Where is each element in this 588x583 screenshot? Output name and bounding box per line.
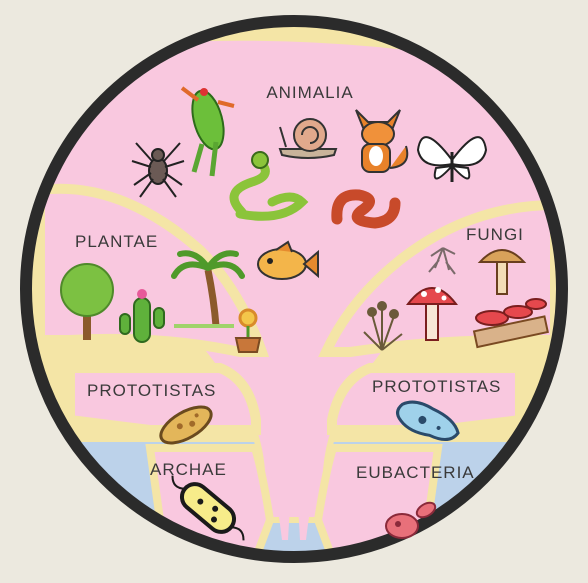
label-eubacteria: EUBACTERIA bbox=[356, 463, 475, 482]
label-plantae: PLANTAE bbox=[75, 232, 158, 251]
label-fungi: FUNGI bbox=[466, 225, 524, 244]
label-animalia: ANIMALIA bbox=[266, 83, 353, 102]
label-archae: ARCHAE bbox=[150, 460, 227, 479]
label-prototistas-right: PROTOTISTAS bbox=[372, 377, 501, 396]
label-prototistas-left: PROTOTISTAS bbox=[87, 381, 216, 400]
